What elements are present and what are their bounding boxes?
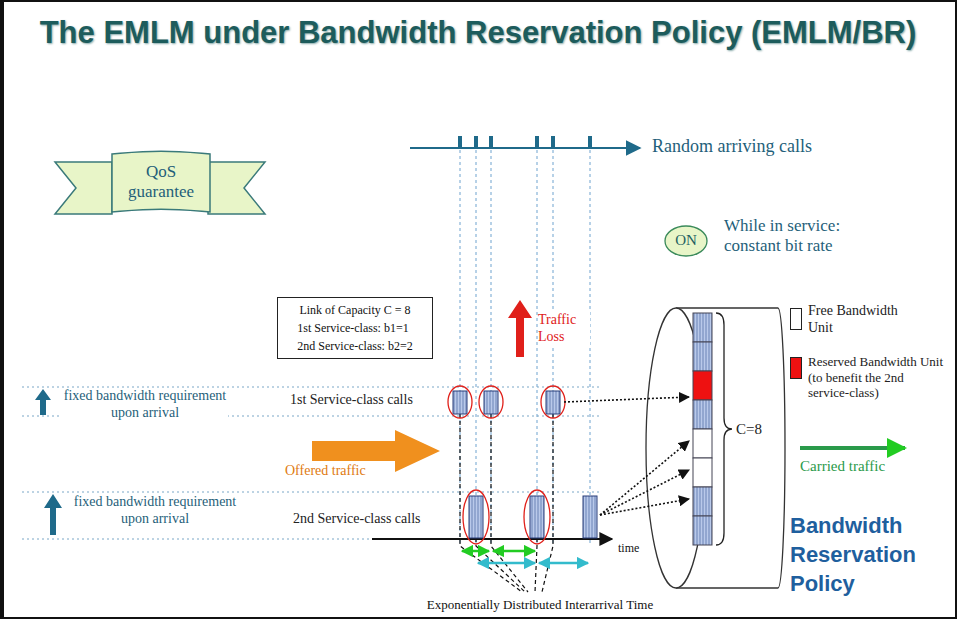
offered-traffic-label: Offered traffic (285, 463, 366, 480)
interval-dashes (460, 414, 553, 592)
bandwidth-units (693, 400, 712, 429)
service-class-2-calls (463, 490, 489, 544)
interval-dashes (535, 538, 537, 592)
arrival-drop-lines (460, 150, 590, 545)
capacity-brace (716, 313, 732, 545)
bandwidth-units (693, 487, 712, 516)
node-label: 1st Service-class: b1=1 (297, 319, 412, 337)
arrival-timeline (410, 136, 640, 148)
service-class-2-calls (530, 496, 544, 538)
interval-arrows (462, 551, 588, 563)
arrival-timeline (458, 136, 462, 147)
arrival-timeline (474, 136, 478, 147)
service-class-1-calls (448, 386, 565, 418)
arrival-timeline (410, 147, 640, 149)
bandwidth-units (693, 313, 712, 342)
legend-swatch (790, 357, 802, 379)
bandwidth-units (693, 371, 712, 400)
node-label: 2nd Service-class: b2=2 (297, 337, 412, 355)
ribbon-tails (55, 162, 112, 214)
bandwidth-units (693, 516, 712, 545)
legend-label: Reserved Bandwidth Unit (to benefit the … (808, 354, 946, 401)
on-state-circle: ON (664, 225, 708, 257)
node-text: QoS guarantee (118, 162, 204, 201)
node-text: Link of Capacity C = 81st Service-class:… (297, 301, 412, 355)
admission-arrows (564, 397, 689, 402)
interval-arrows (478, 562, 535, 565)
banner-body (112, 151, 210, 212)
service-class-2-calls (583, 496, 597, 538)
legend-swatch (790, 308, 802, 330)
bandwidth-units (693, 429, 712, 458)
time-label: time (618, 541, 639, 555)
band-lines (22, 387, 600, 539)
carried-traffic-arrow (800, 446, 905, 450)
interval-arrows (462, 550, 489, 553)
qos-banner: QoS guarantee (112, 150, 210, 214)
time-axis (372, 538, 612, 540)
interval-dashes (460, 414, 522, 592)
carried-traffic-label: Carried traffic (800, 457, 885, 475)
arrival-drop-lines (537, 150, 538, 545)
admission-arrows (564, 397, 689, 515)
capacity-label: C=8 (736, 420, 762, 438)
carried-traffic-arrow (800, 448, 905, 449)
interval-arrows (539, 562, 588, 565)
bandwidth-up-arrows (35, 389, 51, 415)
service-class-1-calls (546, 391, 560, 414)
bandwidth-note: fixed bandwidth requirement upon arrival (72, 494, 238, 528)
traffic-loss-label: Traffic Loss (538, 312, 590, 346)
arrival-drop-lines (590, 150, 591, 545)
time-axis (372, 539, 612, 540)
ribbon-tails (208, 162, 265, 214)
interarrival-label: Exponentially Distributed Interarrival T… (405, 597, 675, 613)
timeline-label: Random arriving calls (652, 136, 812, 158)
interval-dashes (476, 538, 525, 592)
policy-heading: Bandwidth Reservation Policy (790, 511, 952, 598)
bandwidth-units (693, 458, 712, 487)
bandwidth-note: fixed bandwidth requirement upon arrival (62, 388, 228, 422)
bandwidth-units (693, 342, 712, 371)
node-text: ON (675, 232, 697, 249)
service-note: While in service: constant bit rate (724, 216, 894, 257)
link-cylinder (646, 308, 785, 588)
band-lines (22, 539, 370, 540)
arrival-timeline (588, 136, 592, 147)
node-label: Link of Capacity C = 8 (297, 301, 412, 319)
service-class-2-calls (469, 496, 483, 538)
service-class-2-calls (463, 490, 597, 544)
legend-label: Free Bandwidth Unit (808, 303, 920, 337)
service-class-1-calls (448, 386, 472, 418)
service-class-1-calls (453, 391, 467, 414)
bandwidth-up-arrows (44, 494, 62, 535)
frame (0, 0, 4, 619)
admission-arrows (600, 499, 689, 515)
service-class-1-calls (541, 386, 565, 418)
title: The EMLM under Bandwidth Reservation Pol… (38, 14, 918, 52)
ellipse-body (665, 226, 707, 256)
class-label: 1st Service-class calls (290, 392, 413, 409)
arrival-timeline (535, 136, 539, 147)
bandwidth-up-arrows (35, 389, 62, 535)
service-class-2-calls (524, 490, 550, 544)
band-lines (22, 492, 600, 493)
interval-arrows (493, 550, 535, 553)
admission-arrows (600, 470, 689, 515)
class-label: 2nd Service-class calls (293, 511, 421, 528)
node-label: QoS guarantee (118, 162, 204, 201)
link-info-box: Link of Capacity C = 81st Service-class:… (277, 297, 433, 359)
node-label: ON (675, 232, 697, 249)
admission-arrows (600, 441, 689, 515)
service-class-1-calls (479, 386, 503, 418)
traffic-loss-arrow (508, 300, 532, 357)
arrival-drop-lines (476, 150, 477, 545)
arrival-timeline (489, 136, 493, 147)
bandwidth-units (693, 313, 712, 545)
arrival-timeline (551, 136, 555, 147)
service-class-1-calls (484, 391, 498, 414)
